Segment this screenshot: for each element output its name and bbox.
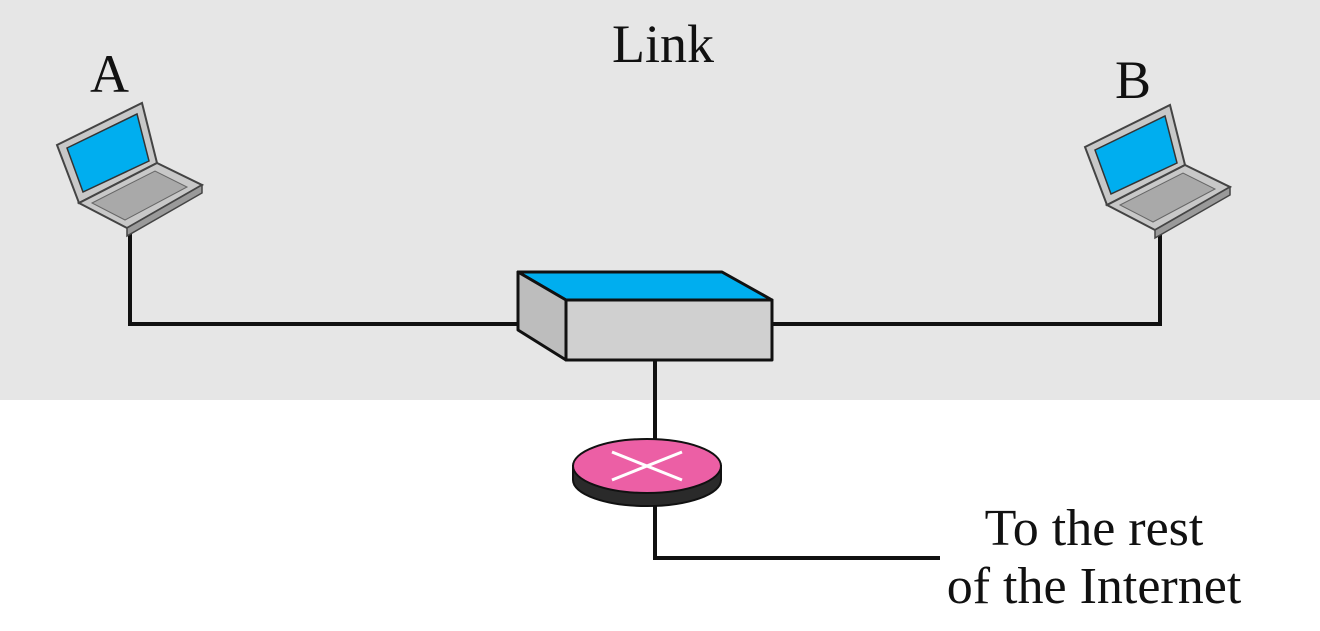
laptop-b-screen: [1094, 114, 1178, 196]
link-label: Link: [612, 14, 714, 74]
router-icon: [572, 438, 722, 507]
laptop-a-screen: [66, 112, 150, 194]
wire-router-to-internet: [653, 505, 940, 560]
internet-label: To the rest of the Internet: [924, 500, 1264, 616]
laptop-icon-b: [1083, 103, 1233, 240]
laptop-a-keyboard: [90, 170, 189, 221]
switch-front: [564, 298, 774, 362]
internet-label-line-1: To the rest: [984, 500, 1204, 557]
laptop-b-edge: [1154, 185, 1231, 240]
laptop-b-keyboard: [1118, 172, 1217, 223]
wire-switch-to-b: [770, 234, 1162, 326]
wires: [128, 232, 1162, 560]
internet-label-line-2: of the Internet: [946, 558, 1242, 615]
host-b-label: B: [1115, 50, 1152, 110]
router-x-mark: [611, 450, 683, 482]
switch-icon: [516, 270, 774, 362]
wire-a-to-switch: [128, 232, 540, 326]
laptop-a-edge: [126, 183, 203, 238]
laptop-icon-a: [55, 101, 205, 238]
host-a-label: A: [90, 44, 129, 104]
